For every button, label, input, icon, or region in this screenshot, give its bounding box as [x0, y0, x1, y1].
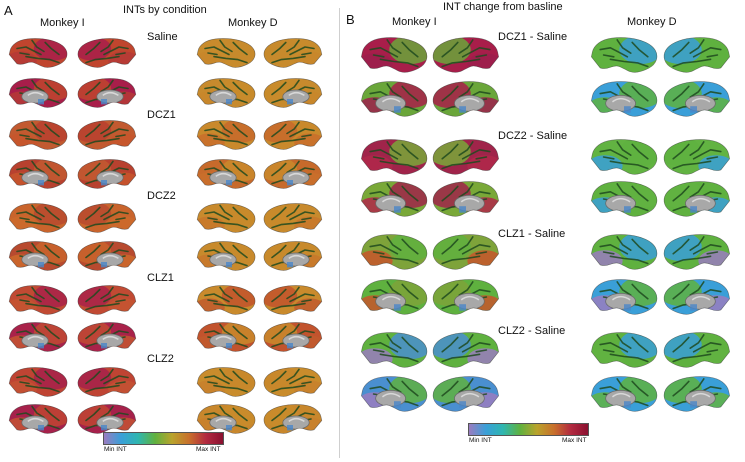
- panel-a-letter: A: [4, 3, 13, 18]
- panel-b-brain-m0-row0-med-right: [432, 81, 499, 117]
- panel-a-brain-m1-row0-lat-right: [263, 38, 323, 68]
- panel-b-brain-m0-row0-med-left: [361, 81, 428, 117]
- panel-a-brain-m1-row1-lat-left: [196, 120, 256, 150]
- panel-a-condition-dcz1: DCZ1: [147, 109, 176, 121]
- panel-a-brain-m0-row2-med-left: [8, 241, 68, 271]
- panel-a-condition-clz2: CLZ2: [147, 353, 174, 365]
- panel-b-letter: B: [346, 12, 355, 27]
- panel-a-brain-m1-row4-lat-right: [263, 367, 323, 397]
- panel-a-brain-m1-row1-med-right: [263, 159, 323, 189]
- panel-a-brain-m0-row2-lat-right: [77, 203, 137, 233]
- panel-b-brain-m1-row0-med-left: [591, 81, 658, 117]
- panel-a-brain-m0-row2-med-right: [77, 241, 137, 271]
- panel-a-brain-m0-row4-lat-right: [77, 367, 137, 397]
- panel-a-brain-m0-row1-med-left: [8, 159, 68, 189]
- panel-a-condition-saline: Saline: [147, 31, 178, 43]
- panel-b-brain-m1-row1-lat-right: [663, 139, 730, 175]
- panel-b-colorbar-max-label: Max INT: [562, 437, 587, 444]
- panel-a-brain-m0-row4-med-left: [8, 404, 68, 434]
- panel-b-brain-m1-row2-med-right: [663, 279, 730, 315]
- panel-a-brain-m1-row1-lat-right: [263, 120, 323, 150]
- panel-a-brain-m0-row4-med-right: [77, 404, 137, 434]
- panel-b-brain-m0-row2-lat-left: [361, 234, 428, 270]
- panel-b-brain-m0-row1-med-right: [432, 181, 499, 217]
- panel-b-brain-m1-row2-lat-right: [663, 234, 730, 270]
- panel-b-condition-clz1: CLZ1 - Saline: [498, 228, 566, 240]
- panel-a-brain-m1-row2-lat-right: [263, 203, 323, 233]
- panel-a-condition-clz1: CLZ1: [147, 272, 174, 284]
- panel-a-brain-m1-row3-med-left: [196, 322, 256, 352]
- panel-b-brain-m1-row0-lat-left: [591, 37, 658, 73]
- panel-b-brain-m1-row3-lat-left: [591, 332, 658, 368]
- panel-a-brain-m1-row2-med-right: [263, 241, 323, 271]
- panel-a-brain-m0-row1-lat-left: [8, 120, 68, 150]
- panel-b-brain-m0-row2-med-left: [361, 279, 428, 315]
- panel-a-brain-m0-row0-med-right: [77, 78, 137, 108]
- panel-a-brain-m0-row1-med-right: [77, 159, 137, 189]
- panel-a-brain-m1-row2-lat-left: [196, 203, 256, 233]
- panel-b-brain-m0-row0-lat-right: [432, 37, 499, 73]
- panel-a-brain-m0-row0-lat-right: [77, 38, 137, 68]
- panel-b-brain-m0-row2-med-right: [432, 279, 499, 315]
- panel-a-brain-m1-row2-med-left: [196, 241, 256, 271]
- panel-b-brain-m0-row3-lat-right: [432, 332, 499, 368]
- panel-a-brain-m0-row3-med-right: [77, 322, 137, 352]
- panel-a-brain-m1-row0-lat-left: [196, 38, 256, 68]
- panel-a-brain-m0-row2-lat-left: [8, 203, 68, 233]
- panel-a-colorbar: [103, 432, 224, 445]
- panel-divider: [339, 8, 340, 458]
- panel-a-brain-m1-row0-med-left: [196, 78, 256, 108]
- panel-a-title: INTs by condition: [123, 4, 207, 16]
- panel-b-brain-m1-row2-med-left: [591, 279, 658, 315]
- panel-b-brain-m1-row2-lat-left: [591, 234, 658, 270]
- panel-a-monkey-d-label: Monkey D: [228, 17, 278, 29]
- panel-b-brain-m0-row3-med-right: [432, 376, 499, 412]
- panel-a-colorbar-max-label: Max INT: [196, 446, 221, 453]
- panel-b-brain-m1-row0-med-right: [663, 81, 730, 117]
- panel-b-brain-m1-row0-lat-right: [663, 37, 730, 73]
- panel-a-monkey-i-label: Monkey I: [40, 17, 85, 29]
- panel-b-brain-m0-row3-lat-left: [361, 332, 428, 368]
- panel-b-brain-m0-row3-med-left: [361, 376, 428, 412]
- panel-b-brain-m0-row1-lat-left: [361, 139, 428, 175]
- panel-b-brain-m1-row3-med-left: [591, 376, 658, 412]
- panel-a-brain-m0-row1-lat-right: [77, 120, 137, 150]
- panel-b-condition-dcz1: DCZ1 - Saline: [498, 31, 568, 43]
- panel-a-brain-m1-row4-lat-left: [196, 367, 256, 397]
- panel-a-brain-m1-row4-med-right: [263, 404, 323, 434]
- panel-b-brain-m1-row1-lat-left: [591, 139, 658, 175]
- panel-b-brain-m1-row3-med-right: [663, 376, 730, 412]
- panel-b-brain-m0-row1-med-left: [361, 181, 428, 217]
- panel-b-brain-m0-row1-lat-right: [432, 139, 499, 175]
- panel-a-brain-m1-row3-lat-left: [196, 285, 256, 315]
- panel-b-monkey-i-label: Monkey I: [392, 16, 437, 28]
- panel-b-colorbar: [468, 423, 589, 436]
- panel-b-brain-m0-row2-lat-right: [432, 234, 499, 270]
- panel-b-colorbar-min-label: Min INT: [469, 437, 492, 444]
- panel-a-condition-dcz2: DCZ2: [147, 190, 176, 202]
- panel-b-monkey-d-label: Monkey D: [627, 16, 677, 28]
- panel-a-brain-m0-row3-lat-left: [8, 285, 68, 315]
- panel-a-brain-m0-row3-lat-right: [77, 285, 137, 315]
- panel-a-brain-m1-row4-med-left: [196, 404, 256, 434]
- panel-b-condition-dcz2: DCZ2 - Saline: [498, 130, 568, 142]
- panel-a-brain-m0-row3-med-left: [8, 322, 68, 352]
- panel-b-brain-m0-row0-lat-left: [361, 37, 428, 73]
- panel-b-condition-clz2: CLZ2 - Saline: [498, 325, 566, 337]
- panel-b-brain-m1-row1-med-right: [663, 181, 730, 217]
- panel-a-brain-m1-row0-med-right: [263, 78, 323, 108]
- panel-a-colorbar-min-label: Min INT: [104, 446, 127, 453]
- panel-a-brain-m1-row3-med-right: [263, 322, 323, 352]
- panel-a-brain-m0-row0-lat-left: [8, 38, 68, 68]
- panel-a-brain-m1-row3-lat-right: [263, 285, 323, 315]
- panel-b-title: INT change from basline: [443, 1, 563, 13]
- panel-b-brain-m1-row1-med-left: [591, 181, 658, 217]
- panel-b-brain-m1-row3-lat-right: [663, 332, 730, 368]
- panel-a-brain-m0-row0-med-left: [8, 78, 68, 108]
- panel-a-brain-m1-row1-med-left: [196, 159, 256, 189]
- panel-a-brain-m0-row4-lat-left: [8, 367, 68, 397]
